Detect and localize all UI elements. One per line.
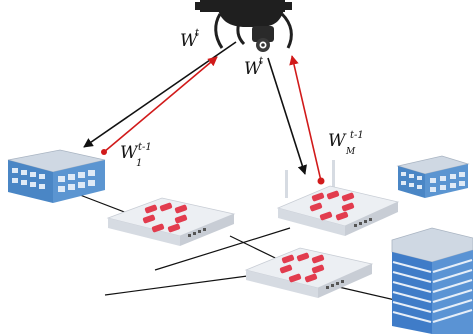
download-arrow-left bbox=[83, 41, 237, 148]
svg-text:W: W bbox=[120, 143, 139, 163]
svg-text:W: W bbox=[328, 131, 347, 151]
svg-text:W: W bbox=[180, 31, 199, 51]
wire-router2-left bbox=[154, 227, 291, 271]
svg-text:t: t bbox=[259, 56, 264, 67]
upload-arrow-left bbox=[103, 56, 218, 153]
label-w1: W t-1 1 bbox=[120, 142, 152, 169]
label-wt-left: W t bbox=[180, 28, 200, 51]
svg-text:t: t bbox=[195, 28, 200, 39]
router-icon bbox=[276, 160, 400, 236]
svg-text:1: 1 bbox=[136, 158, 142, 169]
svg-text:t-1: t-1 bbox=[138, 142, 152, 153]
svg-text:t-1: t-1 bbox=[350, 130, 364, 141]
wire-router3-left bbox=[104, 274, 256, 296]
svg-text:W: W bbox=[244, 59, 263, 79]
download-arrow-right bbox=[267, 57, 307, 175]
drone-icon bbox=[195, 0, 293, 52]
building-icon bbox=[7, 149, 106, 203]
router-icon bbox=[244, 247, 374, 298]
building-icon bbox=[396, 155, 470, 198]
svg-text:M: M bbox=[345, 147, 356, 157]
router-icon bbox=[106, 197, 236, 246]
tower-icon bbox=[391, 227, 473, 334]
communication-arrows bbox=[83, 41, 325, 185]
label-wm: W t-1 M bbox=[328, 130, 364, 157]
upload-arrow-right bbox=[289, 55, 322, 182]
label-wt-right: W t bbox=[244, 56, 264, 79]
